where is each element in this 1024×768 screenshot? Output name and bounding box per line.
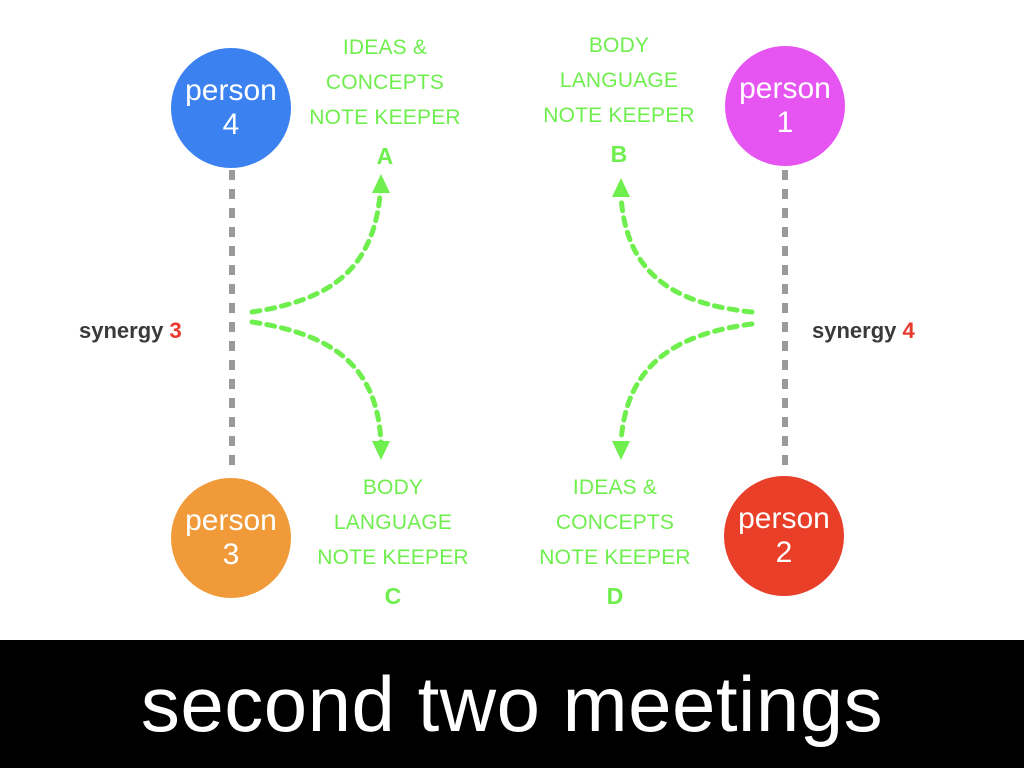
- keeper-A: IDEAS & CONCEPTS NOTE KEEPER A: [275, 30, 495, 174]
- synergy-right-number: 4: [902, 318, 915, 343]
- meeting-diagram: person 4 person 1 person 3 person 2 IDEA…: [79, 28, 915, 614]
- person-4-circle: person 4: [171, 48, 291, 168]
- keeper-B-line-2: LANGUAGE: [559, 69, 679, 92]
- keeper-D: IDEAS & CONCEPTS NOTE KEEPER D: [505, 470, 725, 614]
- keeper-A-line-2: CONCEPTS: [325, 71, 445, 94]
- synergy-left-number: 3: [169, 318, 182, 343]
- keeper-A-letter: A: [376, 143, 394, 169]
- arrow-to-D: [618, 321, 755, 445]
- arrowhead-A: [372, 174, 390, 193]
- person-3-word: person: [185, 504, 277, 537]
- synergy-left-label: synergy 3: [79, 318, 182, 344]
- person-4-number: 4: [222, 108, 240, 141]
- arrowhead-B: [612, 178, 630, 197]
- keeper-D-letter: D: [606, 583, 624, 609]
- synergy-right-word: synergy: [812, 318, 897, 343]
- keeper-B-line-1: BODY: [588, 34, 650, 57]
- person-3-circle: person 3: [171, 478, 291, 598]
- keeper-C-letter: C: [384, 583, 402, 609]
- person-1-number: 1: [776, 106, 794, 139]
- arrowhead-C: [372, 441, 390, 460]
- keeper-D-line-1: IDEAS &: [572, 476, 658, 499]
- title-bar: second two meetings: [0, 640, 1024, 768]
- keeper-B-line-3: NOTE KEEPER: [543, 104, 695, 127]
- slide-title: second two meetings: [140, 659, 884, 748]
- arrow-to-A: [249, 177, 384, 315]
- keeper-D-line-2: CONCEPTS: [555, 511, 675, 534]
- keeper-B: BODY LANGUAGE NOTE KEEPER B: [509, 28, 729, 172]
- person-4-word: person: [185, 74, 277, 107]
- keeper-D-line-3: NOTE KEEPER: [539, 546, 691, 569]
- person-1-circle: person 1: [725, 46, 845, 166]
- keeper-A-line-3: NOTE KEEPER: [309, 106, 461, 129]
- synergy-left-word: synergy: [79, 318, 164, 343]
- synergy-right-label: synergy 4: [812, 318, 915, 344]
- keeper-C-line-2: LANGUAGE: [333, 511, 453, 534]
- arrowhead-D: [612, 441, 630, 460]
- person-3-number: 3: [222, 538, 240, 571]
- person-1-word: person: [739, 72, 831, 105]
- arrow-to-B: [618, 193, 755, 315]
- person-2-circle: person 2: [724, 476, 844, 596]
- keeper-C-line-3: NOTE KEEPER: [317, 546, 469, 569]
- person-2-word: person: [738, 502, 830, 535]
- connectors: [229, 170, 788, 468]
- keeper-A-line-1: IDEAS &: [342, 36, 428, 59]
- keeper-B-letter: B: [610, 141, 628, 167]
- keeper-C-line-1: BODY: [362, 476, 424, 499]
- keeper-C: BODY LANGUAGE NOTE KEEPER C: [283, 470, 503, 614]
- arrow-to-C: [249, 319, 384, 447]
- person-2-number: 2: [775, 536, 793, 569]
